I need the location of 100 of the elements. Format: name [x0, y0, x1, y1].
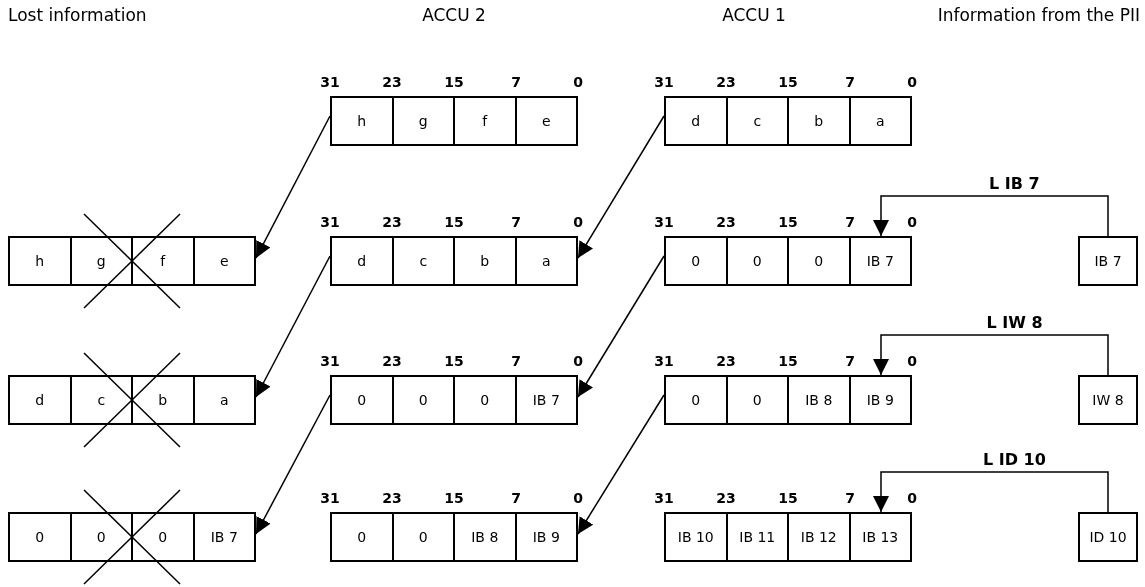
arrow [577, 255, 665, 398]
bit-number: 23 [382, 74, 402, 90]
bit-number: 7 [510, 490, 522, 506]
bit-number: 31 [320, 214, 340, 230]
byte-field: f [453, 98, 515, 144]
column-heading: Lost information [8, 4, 148, 26]
byte-field: d [10, 377, 70, 423]
byte-field: a [514, 238, 576, 284]
bit-number: 15 [444, 353, 464, 369]
byte-field: 0 [391, 514, 453, 560]
byte-field: g [391, 98, 453, 144]
bit-number: 7 [510, 74, 522, 90]
bit-number: 23 [382, 214, 402, 230]
byte-field: IB 12 [787, 514, 849, 560]
byte-field: c [391, 238, 453, 284]
byte-field: e [192, 238, 254, 284]
byte-field: 0 [332, 377, 392, 423]
byte-field: IB 11 [725, 514, 787, 560]
byte-field: f [131, 238, 193, 284]
bit-number: 15 [778, 74, 798, 90]
register-box [664, 512, 912, 562]
bit-number: 0 [572, 490, 584, 506]
arrow [577, 394, 665, 535]
byte-field: e [514, 98, 576, 144]
byte-field: IB 13 [848, 514, 910, 560]
byte-field: h [10, 238, 70, 284]
arrow [255, 394, 331, 535]
bit-number: 0 [572, 74, 584, 90]
byte-field: IB 10 [666, 514, 726, 560]
register-box [664, 96, 912, 146]
bit-number: 15 [444, 490, 464, 506]
byte-field: 0 [725, 238, 787, 284]
byte-field: IB 8 [787, 377, 849, 423]
bit-number: 0 [906, 353, 918, 369]
register-box [664, 236, 912, 286]
bit-number: 15 [444, 74, 464, 90]
bit-number: 23 [716, 490, 736, 506]
bit-number: 0 [572, 353, 584, 369]
bit-number: 15 [444, 214, 464, 230]
byte-field: 0 [131, 514, 193, 560]
bit-number: 0 [572, 214, 584, 230]
bit-number: 23 [382, 353, 402, 369]
byte-field: IB 7 [514, 377, 576, 423]
bit-number: 31 [320, 74, 340, 90]
byte-field: 0 [787, 238, 849, 284]
byte-field: b [453, 238, 515, 284]
register-box [330, 96, 578, 146]
byte-field: d [332, 238, 392, 284]
byte-field: b [787, 98, 849, 144]
bit-number: 31 [654, 74, 674, 90]
register-box [8, 375, 256, 425]
byte-field: 0 [666, 238, 726, 284]
register-box [330, 512, 578, 562]
bit-number: 7 [510, 214, 522, 230]
column-heading: Information from the PII [936, 4, 1140, 26]
byte-field: IB 9 [514, 514, 576, 560]
byte-field: a [848, 98, 910, 144]
byte-field: IB 7 [192, 514, 254, 560]
byte-field: IB 7 [848, 238, 910, 284]
bit-number: 31 [654, 353, 674, 369]
arrow [255, 115, 331, 259]
bit-number: 31 [320, 353, 340, 369]
byte-field: c [69, 377, 131, 423]
bit-number: 23 [716, 74, 736, 90]
bit-number: 7 [844, 353, 856, 369]
byte-field: 0 [69, 514, 131, 560]
register-box [8, 236, 256, 286]
byte-field: 0 [391, 377, 453, 423]
byte-field: c [725, 98, 787, 144]
bit-number: 31 [654, 214, 674, 230]
bit-number: 31 [654, 490, 674, 506]
byte-field: IW 8 [1080, 377, 1136, 423]
byte-field: IB 9 [848, 377, 910, 423]
register-box [8, 512, 256, 562]
byte-field: d [666, 98, 726, 144]
column-heading: ACCU 2 [421, 4, 487, 26]
arrow [873, 334, 1109, 376]
byte-field: 0 [10, 514, 70, 560]
arrow [873, 471, 1109, 513]
bit-number: 23 [382, 490, 402, 506]
byte-field: h [332, 98, 392, 144]
byte-field: 0 [453, 377, 515, 423]
bit-number: 15 [778, 353, 798, 369]
column-heading: ACCU 1 [721, 4, 787, 26]
register-box [330, 236, 578, 286]
register-box [330, 375, 578, 425]
byte-field: IB 8 [453, 514, 515, 560]
byte-field: b [131, 377, 193, 423]
register-box [664, 375, 912, 425]
bit-number: 15 [778, 214, 798, 230]
bit-number: 15 [778, 490, 798, 506]
byte-field: g [69, 238, 131, 284]
arrow [255, 255, 331, 398]
byte-field: 0 [332, 514, 392, 560]
bit-number: 0 [906, 74, 918, 90]
bit-number: 23 [716, 353, 736, 369]
byte-field: IB 7 [1080, 238, 1136, 284]
bit-number: 0 [906, 490, 918, 506]
byte-field: a [192, 377, 254, 423]
arrow [577, 115, 665, 259]
